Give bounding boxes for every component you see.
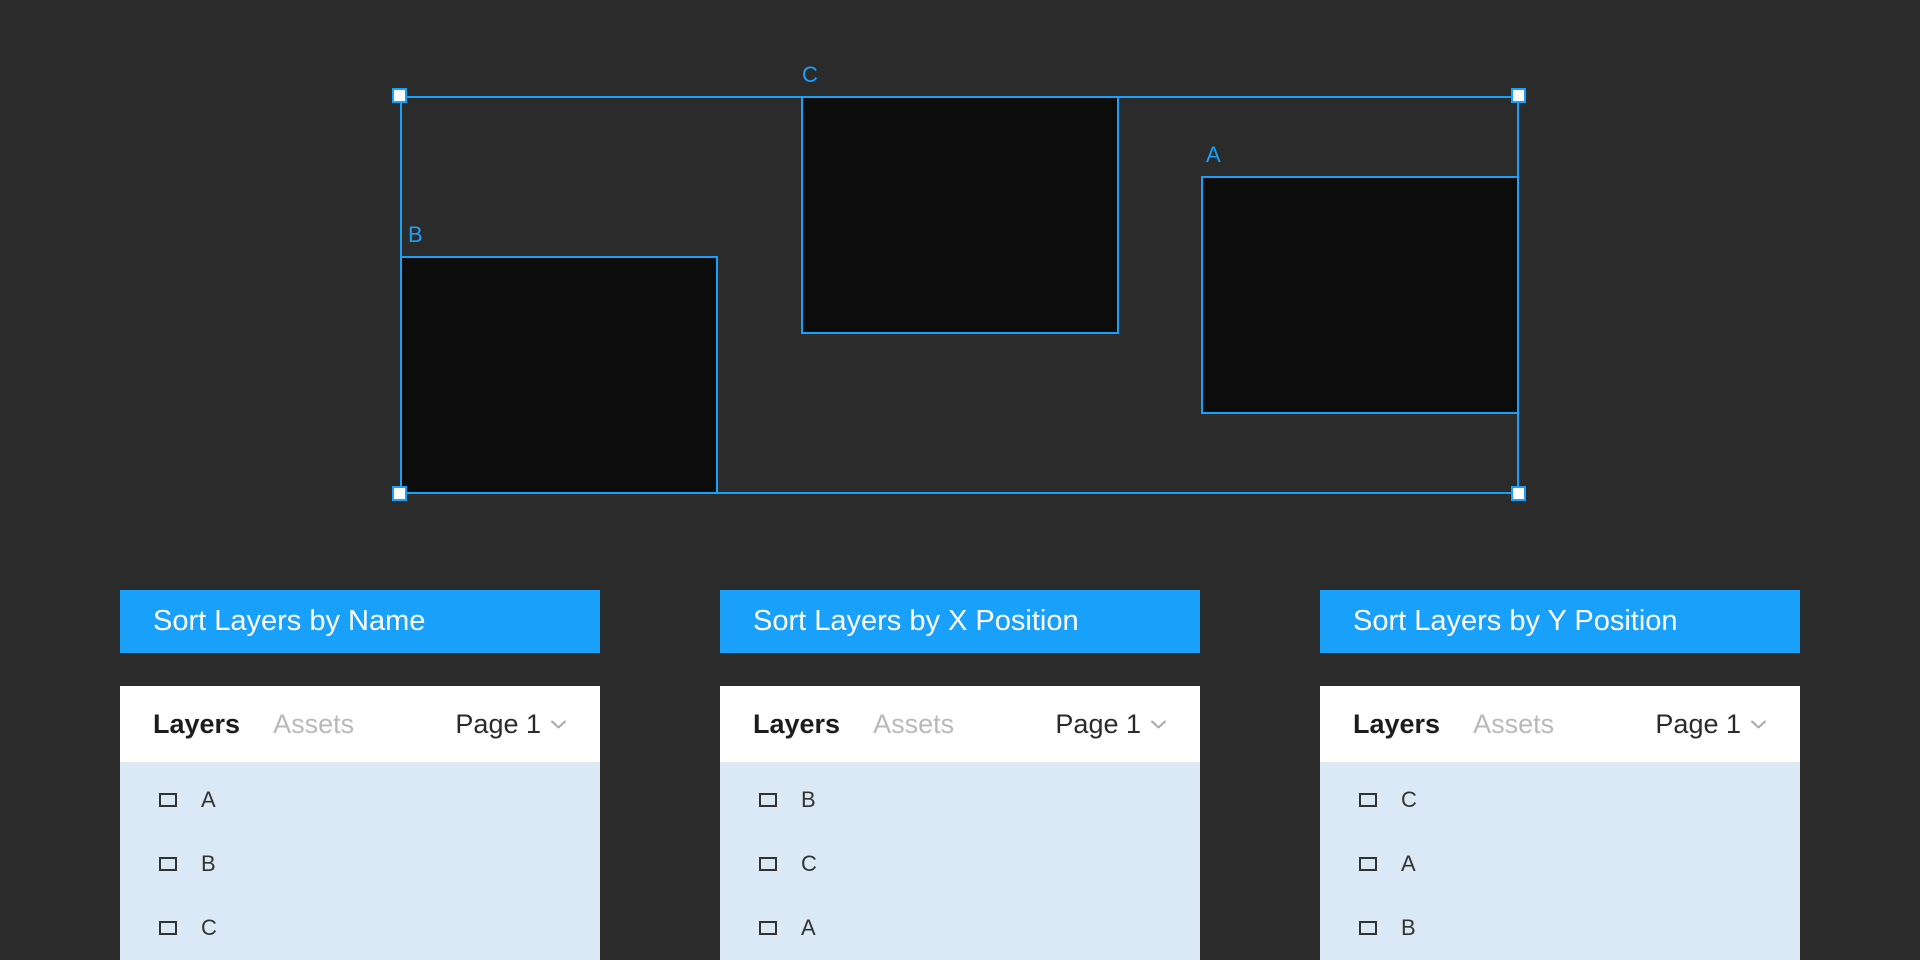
rectangle-layer-icon [1359, 921, 1377, 935]
tab-layers[interactable]: Layers [1353, 708, 1441, 739]
layer-name: A [201, 787, 216, 812]
layer-name: A [1401, 851, 1416, 876]
shape-label-a[interactable]: A [1206, 142, 1221, 167]
layer-name: B [801, 787, 816, 812]
tab-layers[interactable]: Layers [753, 708, 841, 739]
rectangle-layer-icon [1359, 857, 1377, 871]
demo-column-sort-by-name: Sort Layers by Name Layers Assets Page 1… [120, 590, 600, 960]
layer-row[interactable]: C [1320, 768, 1800, 832]
chevron-down-icon [1751, 720, 1766, 728]
sort-by-x-button[interactable]: Sort Layers by X Position [720, 590, 1200, 653]
panel-header: Layers Assets Page 1 [720, 686, 1200, 764]
tab-layers[interactable]: Layers [153, 708, 241, 739]
layer-row[interactable]: A [720, 896, 1200, 960]
rectangle-layer-icon [159, 921, 177, 935]
chevron-down-icon [1151, 720, 1166, 728]
page-selector-label: Page 1 [455, 708, 541, 739]
layer-row[interactable]: A [120, 768, 600, 832]
layer-name: C [801, 851, 817, 876]
layer-name: A [801, 915, 816, 940]
canvas-rectangle-a[interactable] [1201, 176, 1519, 414]
layer-row[interactable]: B [720, 768, 1200, 832]
layer-row[interactable]: C [720, 832, 1200, 896]
demo-column-sort-by-y: Sort Layers by Y Position Layers Assets … [1320, 590, 1800, 960]
selection-handle-top-left[interactable] [392, 88, 407, 103]
rectangle-layer-icon [159, 793, 177, 807]
layer-row[interactable]: B [1320, 896, 1800, 960]
canvas-rectangle-c[interactable] [801, 96, 1119, 334]
layer-list: A B C [120, 764, 600, 960]
layer-list: B C A [720, 764, 1200, 960]
layers-panel: Layers Assets Page 1 C A B [1320, 686, 1800, 960]
selection-handle-bottom-left[interactable] [392, 486, 407, 501]
layer-name: C [201, 915, 217, 940]
tab-assets[interactable]: Assets [273, 708, 355, 739]
panel-header: Layers Assets Page 1 [120, 686, 600, 764]
demo-column-sort-by-x: Sort Layers by X Position Layers Assets … [720, 590, 1200, 960]
layers-panel: Layers Assets Page 1 B C A [720, 686, 1200, 960]
layer-name: B [1401, 915, 1416, 940]
page-selector-label: Page 1 [1655, 708, 1741, 739]
chevron-down-icon [551, 720, 566, 728]
page-selector[interactable]: Page 1 [1055, 709, 1167, 740]
layer-name: B [201, 851, 216, 876]
panel-header: Layers Assets Page 1 [1320, 686, 1800, 764]
tab-assets[interactable]: Assets [873, 708, 955, 739]
layers-panel: Layers Assets Page 1 A B C [120, 686, 600, 960]
rectangle-layer-icon [159, 857, 177, 871]
layer-row[interactable]: C [120, 896, 600, 960]
selection-handle-top-right[interactable] [1511, 88, 1526, 103]
layer-row[interactable]: B [120, 832, 600, 896]
canvas-rectangle-b[interactable] [400, 256, 718, 494]
shape-label-b[interactable]: B [408, 222, 423, 247]
selection-handle-bottom-right[interactable] [1511, 486, 1526, 501]
rectangle-layer-icon [1359, 793, 1377, 807]
layer-name: C [1401, 787, 1417, 812]
rectangle-layer-icon [759, 793, 777, 807]
shape-label-c[interactable]: C [802, 62, 818, 87]
page-selector[interactable]: Page 1 [1655, 709, 1767, 740]
sort-by-y-button[interactable]: Sort Layers by Y Position [1320, 590, 1800, 653]
page-selector-label: Page 1 [1055, 708, 1141, 739]
page-selector[interactable]: Page 1 [455, 709, 567, 740]
rectangle-layer-icon [759, 921, 777, 935]
layer-list: C A B [1320, 764, 1800, 960]
rectangle-layer-icon [759, 857, 777, 871]
layer-row[interactable]: A [1320, 832, 1800, 896]
tab-assets[interactable]: Assets [1473, 708, 1555, 739]
sort-by-name-button[interactable]: Sort Layers by Name [120, 590, 600, 653]
